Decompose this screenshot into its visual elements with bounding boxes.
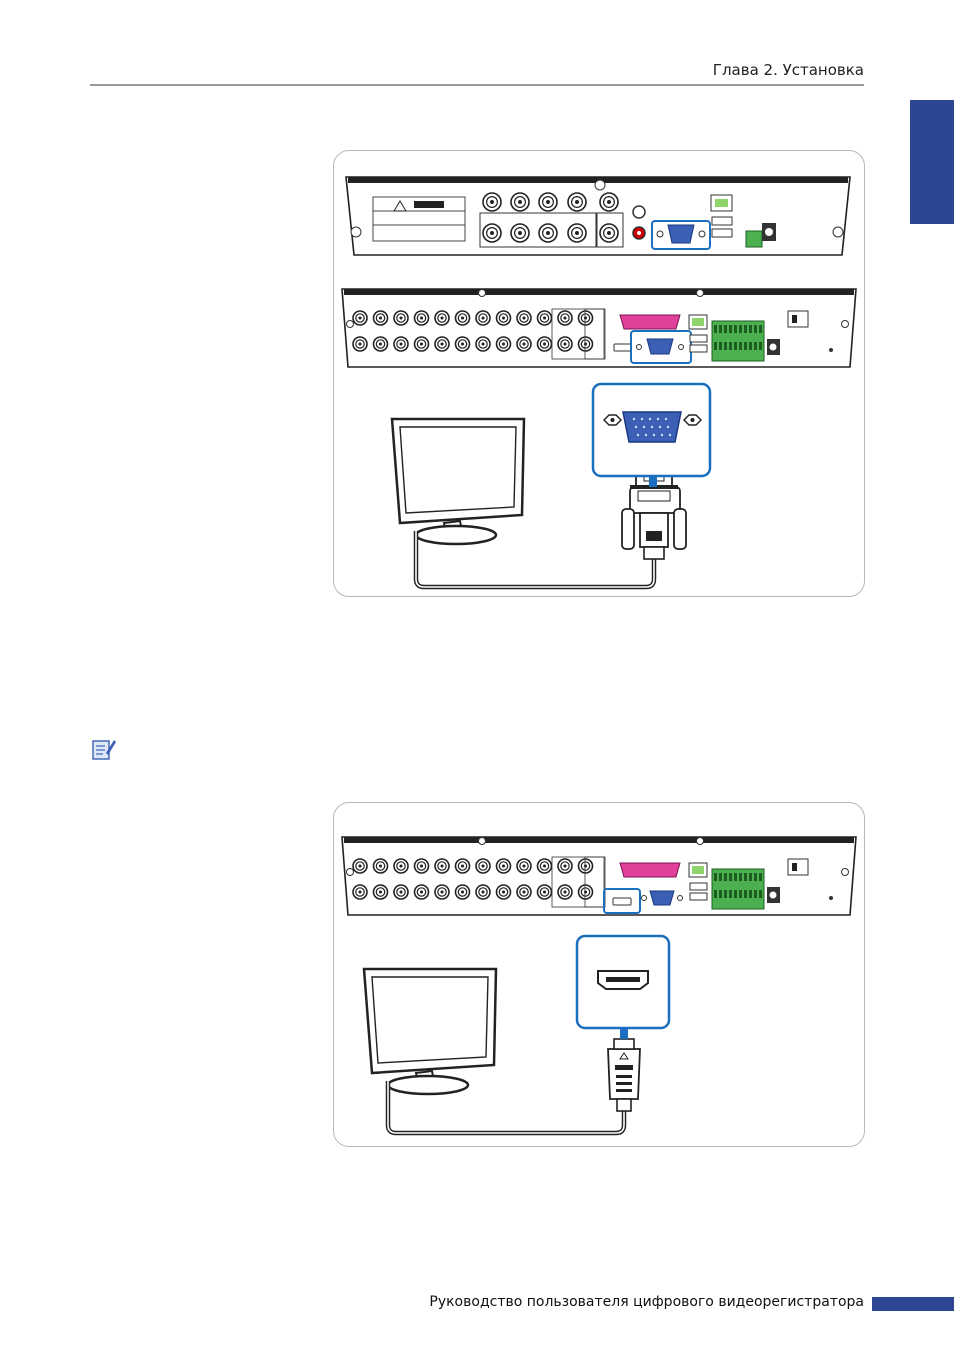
hdmi-connection-diagram	[334, 803, 864, 1146]
bnc-connector	[511, 224, 529, 242]
bnc-connector	[415, 311, 429, 325]
bnc-connector	[415, 337, 429, 351]
bnc-connector	[600, 193, 618, 211]
hdmi-port-icon	[613, 898, 631, 905]
bnc-connector	[558, 311, 572, 325]
dvr-rear-panel-large	[342, 289, 856, 367]
bnc-connector	[374, 885, 388, 899]
bnc-connector	[539, 224, 557, 242]
bnc-connector	[456, 337, 470, 351]
bnc-connector	[538, 885, 552, 899]
bnc-connector	[579, 885, 593, 899]
bnc-connector	[476, 311, 490, 325]
bnc-connector	[517, 859, 531, 873]
bnc-connector	[456, 885, 470, 899]
bnc-connector	[483, 224, 501, 242]
usb-port-icon	[690, 335, 707, 342]
usb-port-icon	[712, 229, 732, 237]
bnc-connector	[435, 859, 449, 873]
bnc-connector	[568, 224, 586, 242]
usb-port-icon	[690, 345, 707, 352]
vga-port-callout	[593, 384, 710, 476]
header-rule	[90, 84, 864, 86]
bnc-connector	[353, 885, 367, 899]
vga-connection-diagram	[334, 151, 864, 596]
bnc-connector	[476, 337, 490, 351]
bnc-connector	[538, 311, 552, 325]
bnc-connector	[415, 859, 429, 873]
hdmi-port-icon	[614, 344, 631, 351]
serial-port-icon	[620, 315, 680, 329]
terminal-block-icon	[746, 231, 762, 247]
bnc-connector	[374, 337, 388, 351]
power-switch-icon	[788, 859, 808, 875]
bnc-connector	[579, 311, 593, 325]
vga-port-icon	[647, 339, 673, 354]
bnc-connector	[579, 337, 593, 351]
bnc-connector	[435, 337, 449, 351]
bnc-connector	[415, 885, 429, 899]
hdmi-port-callout	[577, 936, 669, 1028]
footer-page-tab	[872, 1297, 954, 1311]
bnc-connector	[538, 859, 552, 873]
vga-connection-figure	[333, 150, 865, 597]
serial-port-icon	[620, 863, 680, 877]
bnc-connector	[558, 337, 572, 351]
vga-port-icon	[668, 225, 694, 243]
bnc-connector	[456, 859, 470, 873]
bnc-connector	[600, 224, 618, 242]
bnc-connector	[538, 337, 552, 351]
bnc-connector	[497, 337, 511, 351]
bnc-connector	[517, 885, 531, 899]
bnc-connector	[517, 311, 531, 325]
monitor-icon	[364, 969, 496, 1094]
bnc-connector	[435, 311, 449, 325]
bnc-connector	[558, 885, 572, 899]
bnc-connector	[539, 193, 557, 211]
bnc-connector	[497, 885, 511, 899]
bnc-connector	[497, 859, 511, 873]
dvr-rear-panel-large	[342, 837, 856, 915]
bnc-connector	[483, 193, 501, 211]
bnc-connector	[517, 337, 531, 351]
bnc-connector	[476, 859, 490, 873]
bnc-connector	[374, 859, 388, 873]
usb-port-icon	[690, 893, 707, 900]
usb-port-icon	[690, 883, 707, 890]
bnc-connector	[435, 885, 449, 899]
bnc-connector	[394, 311, 408, 325]
dvr-rear-panel-small	[346, 177, 850, 255]
hdmi-connection-figure	[333, 802, 865, 1147]
note-icon	[90, 737, 116, 761]
vga-port-icon	[650, 891, 674, 905]
bnc-connector	[476, 885, 490, 899]
monitor-icon	[392, 419, 524, 544]
bnc-connector	[353, 859, 367, 873]
bnc-connector	[568, 193, 586, 211]
chapter-side-tab	[910, 100, 954, 224]
bnc-connector	[394, 885, 408, 899]
bnc-connector	[374, 311, 388, 325]
chapter-title: Глава 2. Установка	[713, 61, 864, 79]
footer-manual-title: Руководство пользователя цифрового видео…	[429, 1294, 864, 1310]
bnc-connector	[558, 859, 572, 873]
usb-port-icon	[712, 217, 732, 225]
bnc-connector	[511, 193, 529, 211]
bnc-connector	[579, 859, 593, 873]
power-switch-icon	[788, 311, 808, 327]
bnc-connector	[353, 337, 367, 351]
bnc-connector	[394, 337, 408, 351]
bnc-connector	[497, 311, 511, 325]
bnc-connector	[394, 859, 408, 873]
bnc-connector	[456, 311, 470, 325]
bnc-connector	[353, 311, 367, 325]
